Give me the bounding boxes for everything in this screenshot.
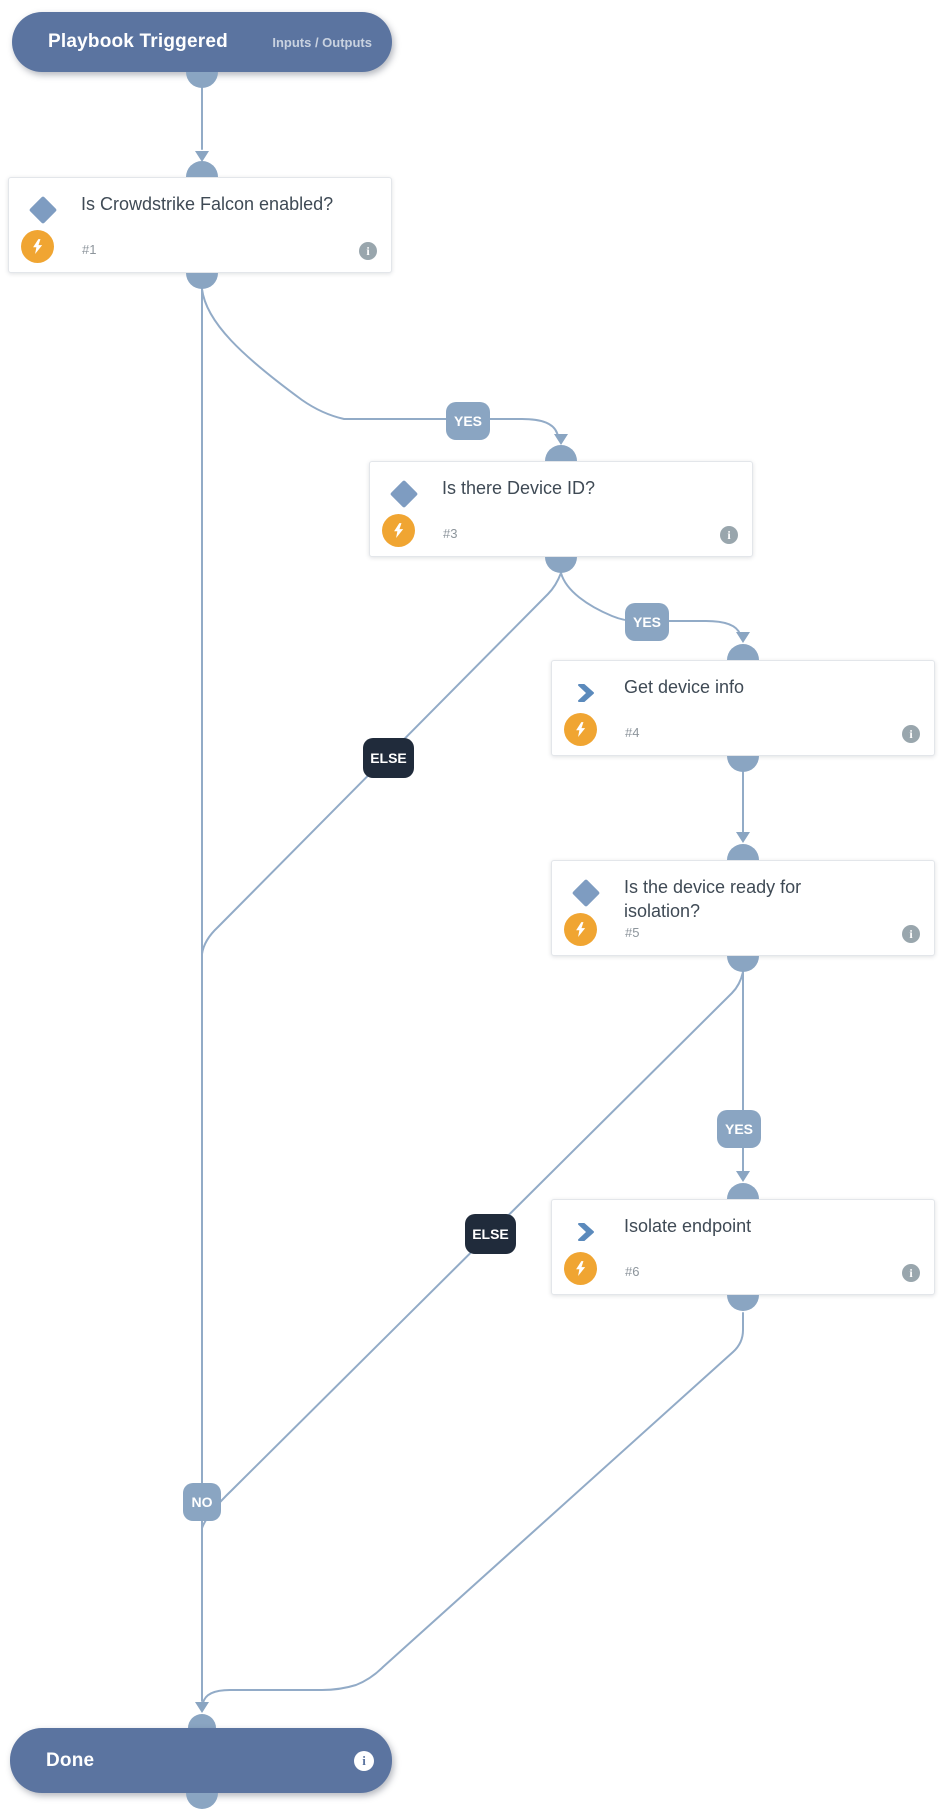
info-icon[interactable]: i <box>902 1264 920 1282</box>
playbook-trigger-node[interactable]: Playbook Triggered Inputs / Outputs <box>12 12 392 72</box>
inputs-outputs-button[interactable]: Inputs / Outputs <box>272 34 372 50</box>
task-number: #5 <box>625 925 640 940</box>
info-icon[interactable]: i <box>902 925 920 943</box>
arrowhead <box>736 1171 750 1182</box>
automation-lightning-icon <box>564 713 597 746</box>
edge-label-else: ELSE <box>363 738 414 778</box>
connector-nub <box>727 1183 759 1199</box>
card-title: Is Crowdstrike Falcon enabled? <box>81 194 334 214</box>
node-card-device-ready-for-isolation[interactable]: Is the device ready for isolation? #5 i <box>551 860 935 956</box>
automation-lightning-icon <box>564 913 597 946</box>
edge-label-yes: YES <box>717 1110 761 1148</box>
card-title: Is the device ready for isolation? <box>624 877 802 921</box>
condition-diamond-icon <box>28 195 58 225</box>
info-icon[interactable]: i <box>902 725 920 743</box>
edge-3-yes-to-4 <box>560 572 741 635</box>
connector-nub <box>186 72 218 88</box>
node-card-isolate-endpoint[interactable]: Isolate endpoint #6 i <box>551 1199 935 1295</box>
automation-lightning-icon <box>382 514 415 547</box>
connector-nub <box>186 161 218 177</box>
card-title: Isolate endpoint <box>624 1216 752 1236</box>
automation-lightning-icon <box>564 1252 597 1285</box>
condition-diamond-icon <box>389 479 419 509</box>
task-number: #4 <box>625 725 640 740</box>
arrowhead <box>195 151 209 162</box>
arrowhead <box>195 1702 209 1713</box>
connector-nub <box>727 1295 759 1311</box>
card-title: Get device info <box>624 677 745 697</box>
edge-1-yes-to-3 <box>201 288 561 442</box>
edge-label-yes: YES <box>625 603 669 641</box>
arrowhead <box>736 632 750 643</box>
connector-nub <box>545 445 577 461</box>
condition-diamond-icon <box>571 878 601 908</box>
task-chevron-icon <box>574 1220 598 1244</box>
node-card-get-device-info[interactable]: Get device info #4 i <box>551 660 935 756</box>
node-card-is-crowdstrike-enabled[interactable]: Is Crowdstrike Falcon enabled? #1 i <box>8 177 392 273</box>
info-icon[interactable]: i <box>720 526 738 544</box>
task-chevron-icon <box>574 681 598 705</box>
info-icon[interactable]: i <box>354 1750 374 1771</box>
connector-nub <box>186 273 218 289</box>
arrowhead <box>736 832 750 843</box>
connector-nub <box>727 956 759 972</box>
automation-lightning-icon <box>21 230 54 263</box>
connector-nub <box>727 844 759 860</box>
connector-nub <box>186 1793 218 1809</box>
card-title: Is there Device ID? <box>442 478 596 498</box>
info-icon[interactable]: i <box>359 242 377 260</box>
connector-nub <box>545 557 577 573</box>
connector-nub <box>727 756 759 772</box>
edge-label-no: NO <box>183 1483 221 1521</box>
task-number: #1 <box>82 242 97 257</box>
playbook-trigger-title: Playbook Triggered <box>48 31 228 52</box>
done-node[interactable]: Done i <box>10 1728 392 1793</box>
done-title: Done <box>46 1749 95 1771</box>
connector-nub <box>727 644 759 660</box>
edge-label-else: ELSE <box>465 1214 516 1254</box>
task-number: #6 <box>625 1264 640 1279</box>
task-number: #3 <box>443 526 458 541</box>
node-card-is-there-device-id[interactable]: Is there Device ID? #3 i <box>369 461 753 557</box>
edge-6-to-done <box>202 1312 744 1704</box>
edge-label-yes: YES <box>446 402 490 440</box>
arrowhead <box>554 434 568 445</box>
